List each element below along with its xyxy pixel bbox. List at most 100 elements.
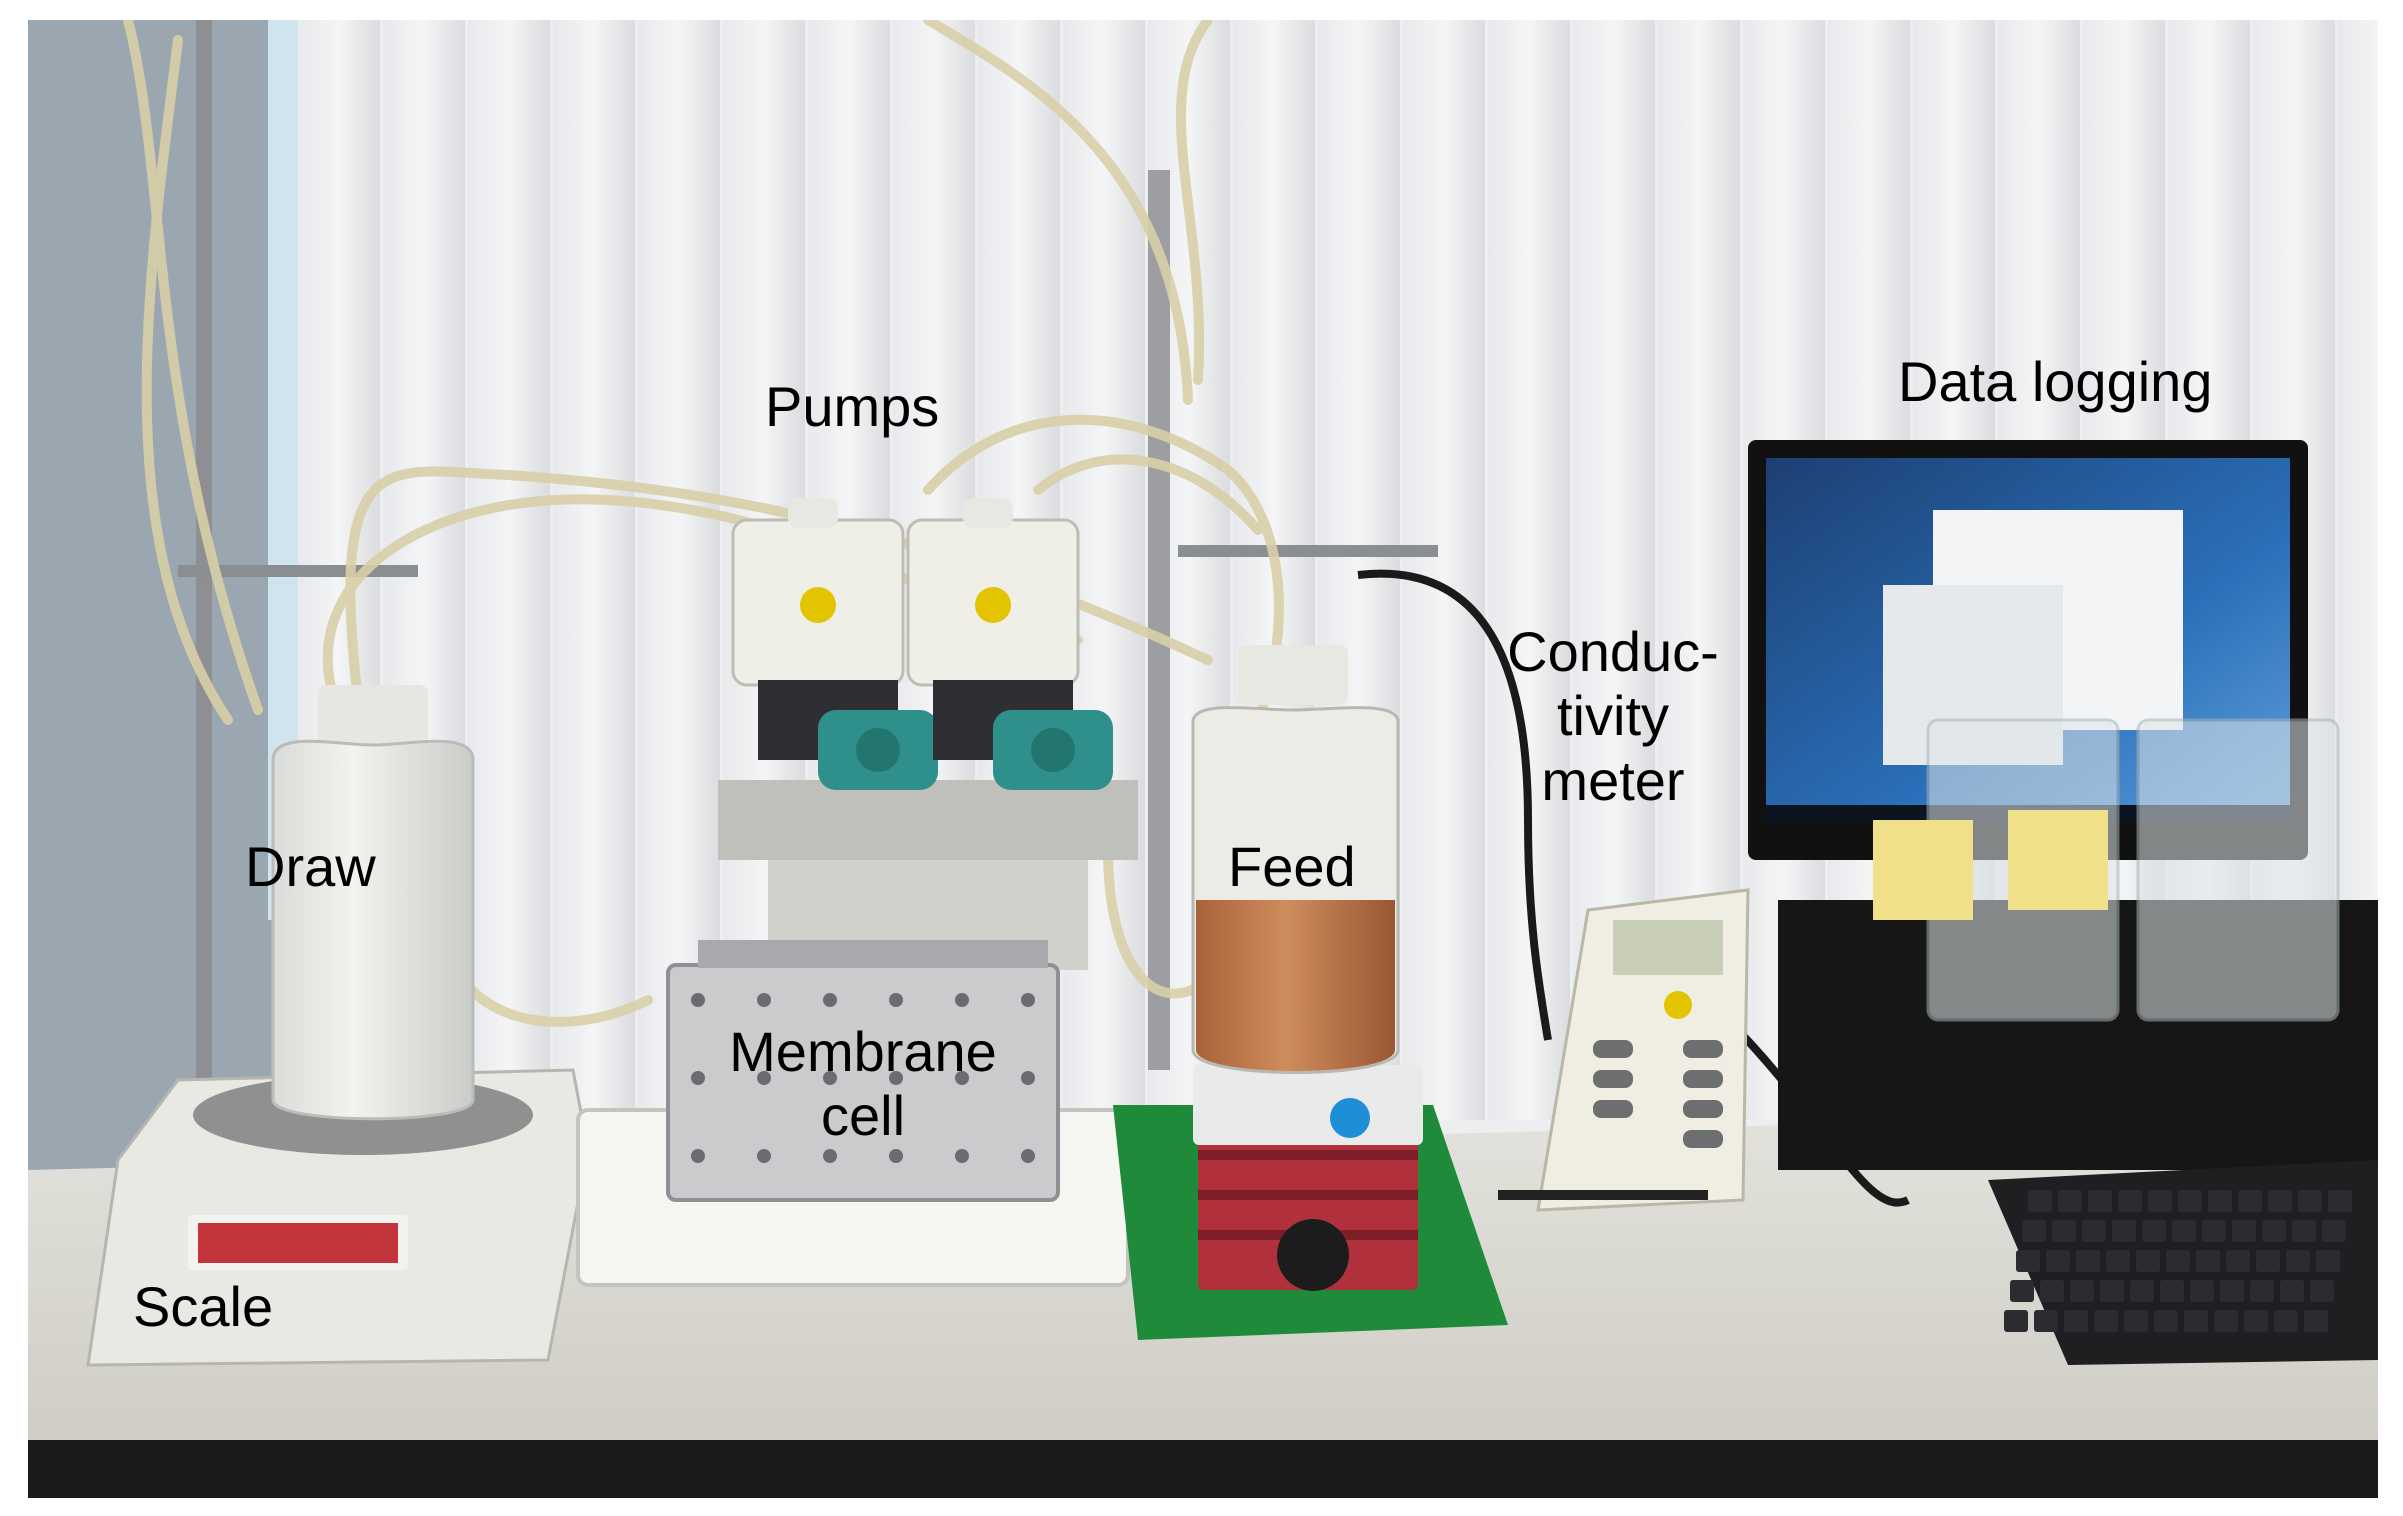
keyboard-key xyxy=(2190,1280,2214,1302)
keyboard-key xyxy=(2262,1220,2286,1242)
keyboard-key xyxy=(2076,1250,2100,1272)
keyboard-key xyxy=(2106,1250,2130,1272)
keyboard-key xyxy=(2022,1220,2046,1242)
keyboard-key xyxy=(2328,1190,2352,1212)
keyboard-key xyxy=(2232,1220,2256,1242)
cell-bolt xyxy=(691,1149,705,1163)
label-scale: Scale xyxy=(133,1275,274,1338)
cell-bolt xyxy=(889,993,903,1007)
keyboard-key xyxy=(2274,1310,2298,1332)
keyboard-key xyxy=(2142,1220,2166,1242)
cell-bolt xyxy=(691,1071,705,1085)
keyboard-key xyxy=(2112,1220,2136,1242)
cell-bolt xyxy=(1021,1071,1035,1085)
blind-slat xyxy=(553,20,635,1120)
keyboard-key xyxy=(2082,1220,2106,1242)
keyboard-key xyxy=(2292,1220,2316,1242)
keyboard-key xyxy=(2304,1310,2328,1332)
keyboard-key xyxy=(2172,1220,2196,1242)
keyboard-key xyxy=(2124,1310,2148,1332)
keyboard-key xyxy=(2316,1250,2340,1272)
feed-bottle xyxy=(1191,645,1400,1074)
keyboard-key xyxy=(2118,1190,2142,1212)
label-feed: Feed xyxy=(1228,835,1356,898)
blind-slat xyxy=(1488,20,1570,1120)
cell-bolt xyxy=(823,1071,837,1085)
keyboard-key xyxy=(2208,1190,2232,1212)
keyboard-key xyxy=(2094,1310,2118,1332)
pump-right xyxy=(906,498,1113,790)
keyboard-key xyxy=(2166,1250,2190,1272)
label-conductivity-line1: Conduc- xyxy=(1507,620,1719,683)
blind-slat xyxy=(468,20,550,1120)
cell-bolt xyxy=(757,993,771,1007)
keyboard-key xyxy=(2148,1190,2172,1212)
keyboard-key xyxy=(2034,1310,2058,1332)
feed-stirrer xyxy=(1113,1065,1508,1340)
keyboard-key xyxy=(2184,1310,2208,1332)
keyboard-key xyxy=(2064,1310,2088,1332)
keyboard-key xyxy=(2130,1280,2154,1302)
keyboard-key xyxy=(2100,1280,2124,1302)
keyboard-key xyxy=(2244,1310,2268,1332)
keyboard-key xyxy=(2028,1190,2052,1212)
keyboard-key xyxy=(2196,1250,2220,1272)
keyboard-key xyxy=(2310,1280,2334,1302)
keyboard-key xyxy=(2052,1220,2076,1242)
keyboard-key xyxy=(2322,1220,2346,1242)
keyboard-key xyxy=(2220,1280,2244,1302)
keyboard-key xyxy=(2010,1280,2034,1302)
keyboard-key xyxy=(2256,1250,2280,1272)
data-logging-computer xyxy=(1748,440,2378,1365)
draw-bottle xyxy=(271,685,475,1121)
keyboard-key xyxy=(2226,1250,2250,1272)
label-membrane-line2: cell xyxy=(820,1084,906,1148)
keyboard-key xyxy=(2178,1190,2202,1212)
keyboard-key xyxy=(2154,1310,2178,1332)
cell-bolt xyxy=(889,1149,903,1163)
keyboard-key xyxy=(2070,1280,2094,1302)
cell-bolt xyxy=(757,1071,771,1085)
balance-scale xyxy=(86,1068,590,1367)
label-draw: Draw xyxy=(245,835,376,898)
cell-bolt xyxy=(757,1149,771,1163)
cell-bolt xyxy=(955,1149,969,1163)
label-pumps: Pumps xyxy=(765,375,940,438)
peristaltic-pumps xyxy=(718,498,1138,970)
pump-left xyxy=(731,498,938,790)
keyboard-key xyxy=(2016,1250,2040,1272)
keyboard-key xyxy=(2214,1310,2238,1332)
blind-slat xyxy=(1403,20,1485,1120)
keyboard-key xyxy=(2298,1190,2322,1212)
label-conductivity-meter: Conduc- tivity meter xyxy=(1488,620,1738,813)
keyboard-key xyxy=(2004,1310,2028,1332)
label-membrane-line1: Membrane xyxy=(729,1020,997,1083)
keyboard-key xyxy=(2280,1280,2304,1302)
keyboard-key xyxy=(2202,1220,2226,1242)
conductivity-meter xyxy=(1536,888,1750,1212)
keyboard-key xyxy=(2286,1250,2310,1272)
cell-bolt xyxy=(823,1149,837,1163)
pen xyxy=(1498,1190,1708,1200)
keyboard-key xyxy=(2040,1280,2064,1302)
blind-slat xyxy=(638,20,720,1120)
keyboard-key xyxy=(2088,1190,2112,1212)
cell-bolt xyxy=(889,1071,903,1085)
keyboard-key xyxy=(2136,1250,2160,1272)
keyboard-key xyxy=(2160,1280,2184,1302)
keyboard-key xyxy=(2250,1280,2274,1302)
cell-bolt xyxy=(955,1071,969,1085)
lab-setup-photo: Pumps Draw Feed Membrane cell Conduc- ti… xyxy=(28,20,2378,1498)
membrane-cell xyxy=(576,940,1130,1287)
cell-bolt xyxy=(1021,993,1035,1007)
cell-bolt xyxy=(955,993,969,1007)
cell-bolt xyxy=(1021,1149,1035,1163)
keyboard-key xyxy=(2046,1250,2070,1272)
label-conductivity-line3: meter xyxy=(1541,748,1685,812)
keyboard-key xyxy=(2268,1190,2292,1212)
keyboard-key xyxy=(2238,1190,2262,1212)
keyboard-key xyxy=(2058,1190,2082,1212)
cell-bolt xyxy=(823,993,837,1007)
label-conductivity-line2: tivity xyxy=(1557,684,1669,748)
cell-bolt xyxy=(691,993,705,1007)
